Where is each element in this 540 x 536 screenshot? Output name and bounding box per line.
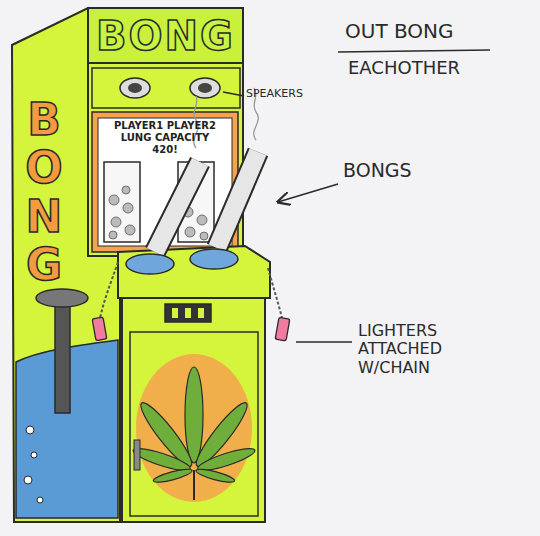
side-marquee-text: BONG [22, 96, 66, 290]
title: OUT BONG [345, 20, 454, 43]
marquee-box: BONG [88, 8, 243, 64]
marquee-text: BONG [92, 12, 239, 60]
bubbles [24, 426, 43, 503]
cabinet-base [122, 298, 265, 522]
control-panel [118, 246, 270, 298]
lung-capacity-text: LUNG CAPACITY [100, 132, 230, 144]
downstem [55, 298, 70, 413]
leader-lines [223, 50, 490, 342]
cabinet-door [130, 332, 258, 516]
marquee-panel [88, 8, 243, 63]
coin-slot [165, 304, 211, 322]
score-text: 420! [100, 144, 230, 156]
speakers [120, 78, 220, 98]
screen-box: PLAYER1 PLAYER2LUNG CAPACITY420! [98, 118, 232, 162]
callout-text: BONGS [343, 160, 412, 182]
leaf-glow [136, 354, 252, 502]
downstem-bowl [36, 289, 88, 307]
chains [100, 262, 282, 318]
subtitle-text: EACHOTHER [348, 58, 460, 79]
player-labels: PLAYER1 PLAYER2 [100, 120, 230, 132]
callout-text: LIGHTERS ATTACHED W/CHAIN [358, 322, 468, 377]
speaker-bar [92, 68, 240, 108]
bongs [126, 152, 258, 274]
weed-leaf [131, 367, 256, 500]
coin-slot-openings [172, 308, 204, 318]
callout-text: SPEAKERS [246, 88, 303, 101]
door-lock [134, 440, 140, 470]
lighters [92, 317, 290, 341]
